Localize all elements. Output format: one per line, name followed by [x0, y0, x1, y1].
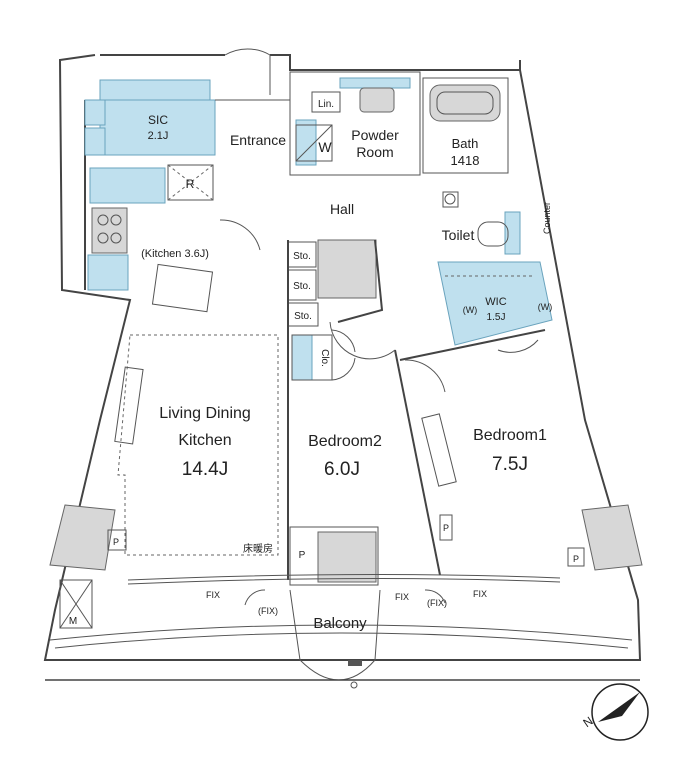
stove-burner-icon [97, 232, 109, 244]
bedroom1-size: 7.5J [492, 454, 528, 475]
storage-label-1: Sto. [293, 251, 311, 262]
washer-label: W [318, 139, 332, 155]
bath-label: Bath [452, 136, 479, 151]
fix-right-label: FIX [473, 589, 487, 599]
storage-units: Sto. Sto. Sto. [287, 239, 377, 327]
fix-right-paren-label: (FIX) [427, 598, 447, 608]
bedroom2-label: Bedroom2 [308, 433, 382, 450]
sic-area: SIC 2.1J [84, 79, 216, 156]
kitchen-label: (Kitchen 3.6J) [141, 248, 209, 260]
kitchen-area: R (Kitchen 3.6J) [87, 164, 214, 313]
powder-room-label-1: Powder [351, 127, 399, 143]
floor-heating-label: 床暖房 [243, 542, 273, 555]
toilet-label: Toilet [442, 227, 475, 243]
fix-left-paren-label: (FIX) [258, 606, 278, 616]
entrance-area: Entrance [215, 48, 291, 170]
ldk-label-2: Kitchen [178, 432, 231, 449]
powder-room-label-2: Room [356, 144, 393, 160]
bath-size: 1418 [451, 153, 480, 168]
drain-cap-icon [350, 681, 358, 689]
window-band: FIX (FIX) FIX (FIX) FIX [127, 573, 561, 616]
ldk-size: 14.4J [182, 459, 228, 480]
stove-burner-icon [110, 232, 122, 244]
pipe-label-left: P [113, 537, 119, 547]
fix-center-label: FIX [395, 592, 409, 602]
bedroom1-label: Bedroom1 [473, 427, 547, 444]
stove-burner-icon [110, 214, 122, 226]
sic-size: 2.1J [148, 130, 169, 142]
fix-left-label: FIX [206, 590, 220, 600]
drain-icon [348, 660, 362, 666]
compass-ring-icon [591, 683, 649, 741]
wic-label: WIC [485, 296, 506, 308]
bedroom-2: Bedroom2 6.0J P [289, 433, 382, 586]
meter-box: M [59, 579, 93, 629]
pipe-label-bed1: P [443, 523, 449, 533]
bedroom2-size: 6.0J [324, 459, 360, 480]
counter-label: Counter [542, 202, 552, 234]
storage-label-3: Sto. [294, 311, 312, 322]
wic-size: 1.5J [487, 312, 506, 323]
stove-burner-icon [97, 214, 109, 226]
meter-label: M [69, 616, 77, 627]
powder-room: Lin. W Powder Room [289, 71, 421, 176]
sic-label: SIC [148, 113, 168, 127]
entrance-label: Entrance [230, 132, 286, 148]
toilet: Toilet Counter [442, 191, 552, 255]
pipe-label-right: P [573, 554, 579, 564]
pipe-label-bed2: P [299, 550, 306, 561]
compass: N [580, 683, 649, 741]
pillars: P P [49, 504, 643, 571]
interior-walls [287, 239, 546, 580]
balcony: Balcony [49, 589, 633, 689]
ldk-label-1: Living Dining [159, 405, 251, 422]
balcony-label: Balcony [313, 615, 367, 632]
closet: Clo. [291, 329, 356, 381]
wic-w-left: (W) [463, 305, 478, 315]
hall-area: Hall [219, 201, 354, 251]
storage-label-2: Sto. [293, 281, 311, 292]
wic-w-right: (W) [538, 302, 553, 312]
wic: WIC 1.5J (W) (W) [437, 261, 553, 346]
compass-north-label: N [580, 714, 595, 730]
linen-label: Lin. [318, 99, 334, 110]
bath: Bath 1418 [422, 77, 509, 174]
living-dining-kitchen: Living Dining Kitchen 14.4J 床暖房 [114, 334, 279, 556]
refrigerator-label: R [186, 177, 195, 191]
bedroom-1: Bedroom1 7.5J P [421, 413, 547, 541]
hall-label: Hall [330, 201, 354, 217]
closet-label: Clo. [319, 349, 330, 367]
compass-needle-icon [598, 692, 640, 722]
